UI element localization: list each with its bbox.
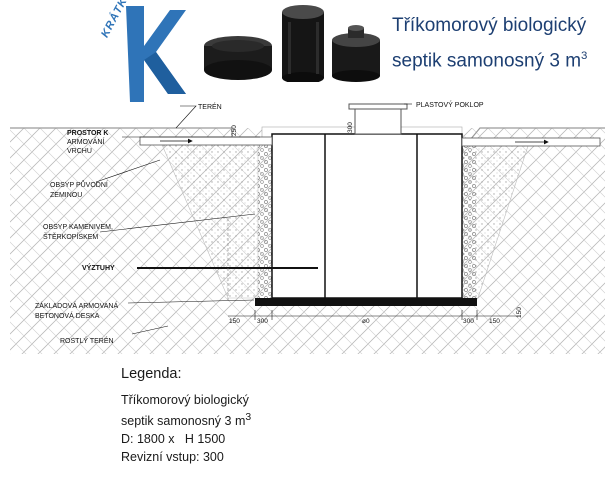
dim-right-300: 300 xyxy=(463,318,474,325)
concrete-base-slab xyxy=(255,298,477,306)
label-vrchu: VRCHU xyxy=(67,148,92,155)
label-prostor-k: PROSTOR K xyxy=(67,130,109,137)
label-zakladova: ZÁKLADOVÁ ARMOVANÁ xyxy=(35,301,118,310)
tank-body xyxy=(271,133,463,299)
septic-tank-photo xyxy=(204,5,380,82)
legend-title: Legenda: xyxy=(121,366,182,382)
label-sterkopiskem: ŠTĚRKOPÍSKEM xyxy=(43,232,98,241)
inspection-shaft xyxy=(354,107,402,135)
label-vyztuhy: VÝZTUHY xyxy=(82,263,115,272)
legend-dimensions: D: 1800 x H 1500 xyxy=(121,432,226,447)
title-line-2: septik samonosný 3 m3 xyxy=(392,50,588,72)
septic-installation-diagram: TERÉN PLASTOVÝ POKLOP PROSTOR K ARMOVÁNÍ… xyxy=(10,100,605,354)
dim-left-300: 300 xyxy=(257,318,268,325)
label-zeminou: ZEMINOU xyxy=(50,192,82,199)
label-betonova-deska: BETONOVÁ DESKA xyxy=(35,311,100,320)
plastic-cover xyxy=(348,103,408,110)
label-obsyp-puvodni: OBSYP PŮVODNÍ xyxy=(50,180,108,189)
leader-lines xyxy=(95,103,412,335)
inlet-pipe xyxy=(139,136,273,146)
legend: Legenda: Tříkomorový biologický septik s… xyxy=(121,366,381,466)
label-armovani: ARMOVÁNÍ xyxy=(67,137,104,146)
label-teren: TERÉN xyxy=(198,102,222,111)
gravel-fill-left xyxy=(258,140,272,298)
gravel-fill-right xyxy=(462,140,476,298)
dim-right-150: 150 xyxy=(489,318,500,325)
dim-diameter: ø0 xyxy=(362,318,370,325)
label-obsyp-kamenivem: OBSYP KAMENIVEM, xyxy=(43,224,113,231)
header: KRÁTKÝ Tříkomorový biologický septik sam… xyxy=(0,0,612,102)
legend-inspection: Revizní vstup: 300 xyxy=(121,450,224,465)
dim-right-vertical: 150 xyxy=(516,307,523,318)
label-rostly-teren: ROSTLÝ TERÉN xyxy=(60,336,114,345)
legend-line-2: septik samonosný 3 m3 xyxy=(121,412,252,429)
brand-logo-icon xyxy=(126,6,186,102)
page-title: Tříkomorový biologický septik samonosný … xyxy=(392,10,608,76)
dim-left-150: 150 xyxy=(229,318,240,325)
label-plastic-cover: PLASTOVÝ POKLOP xyxy=(416,100,484,109)
dim-top-mid: 300 xyxy=(347,122,354,133)
title-line-1: Tříkomorový biologický xyxy=(392,15,587,36)
dim-top-left: 250 xyxy=(231,125,238,136)
legend-line-1: Tříkomorový biologický xyxy=(121,393,249,407)
